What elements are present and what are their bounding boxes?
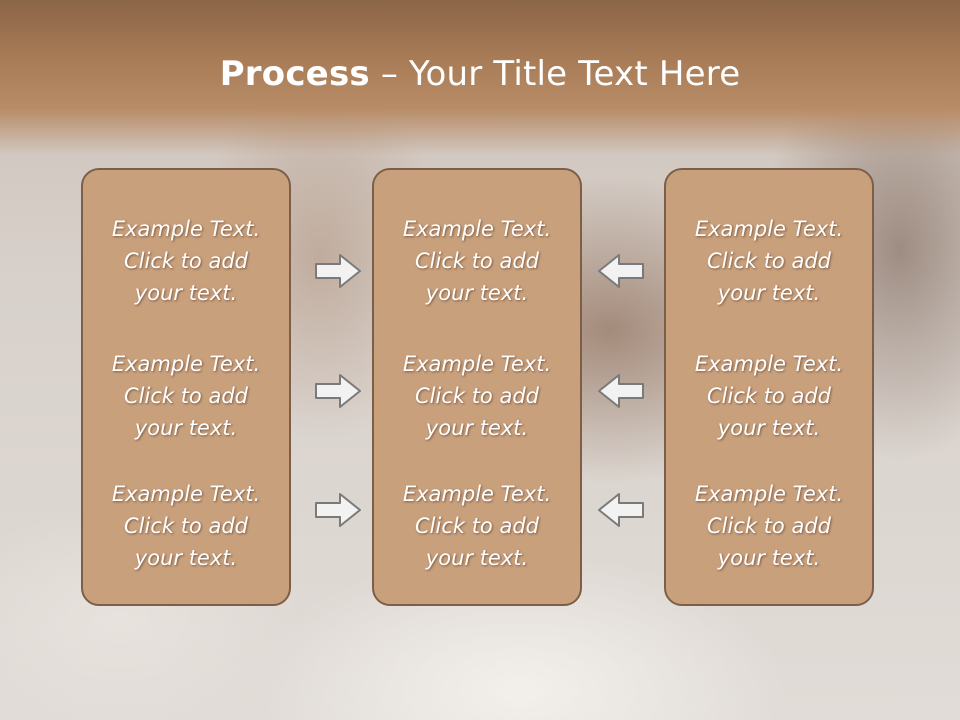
arrow-right-icon	[315, 254, 361, 288]
title-bold: Process	[219, 54, 370, 94]
slide-title: Process – Your Title Text Here	[0, 54, 960, 94]
arrow-left-icon	[598, 374, 644, 408]
center-panel-text-2[interactable]: Example Text. Click to add your text.	[402, 352, 552, 440]
center-panel-text-1[interactable]: Example Text. Click to add your text.	[402, 217, 552, 305]
left-panel-text-2[interactable]: Example Text. Click to add your text.	[111, 352, 261, 440]
left-panel-text-1[interactable]: Example Text. Click to add your text.	[111, 217, 261, 305]
arrow-left-icon	[598, 493, 644, 527]
right-panel-text-1[interactable]: Example Text. Click to add your text.	[694, 217, 844, 305]
right-panel-text-3[interactable]: Example Text. Click to add your text.	[694, 482, 844, 570]
left-panel[interactable]: Example Text. Click to add your text. Ex…	[81, 168, 291, 606]
title-rest: – Your Title Text Here	[369, 54, 741, 94]
arrow-right-icon	[315, 493, 361, 527]
right-panel[interactable]: Example Text. Click to add your text. Ex…	[664, 168, 874, 606]
right-panel-text-2[interactable]: Example Text. Click to add your text.	[694, 352, 844, 440]
center-panel[interactable]: Example Text. Click to add your text. Ex…	[372, 168, 582, 606]
arrow-left-icon	[598, 254, 644, 288]
center-panel-text-3[interactable]: Example Text. Click to add your text.	[402, 482, 552, 570]
arrow-right-icon	[315, 374, 361, 408]
left-panel-text-3[interactable]: Example Text. Click to add your text.	[111, 482, 261, 570]
header-band	[0, 0, 960, 155]
